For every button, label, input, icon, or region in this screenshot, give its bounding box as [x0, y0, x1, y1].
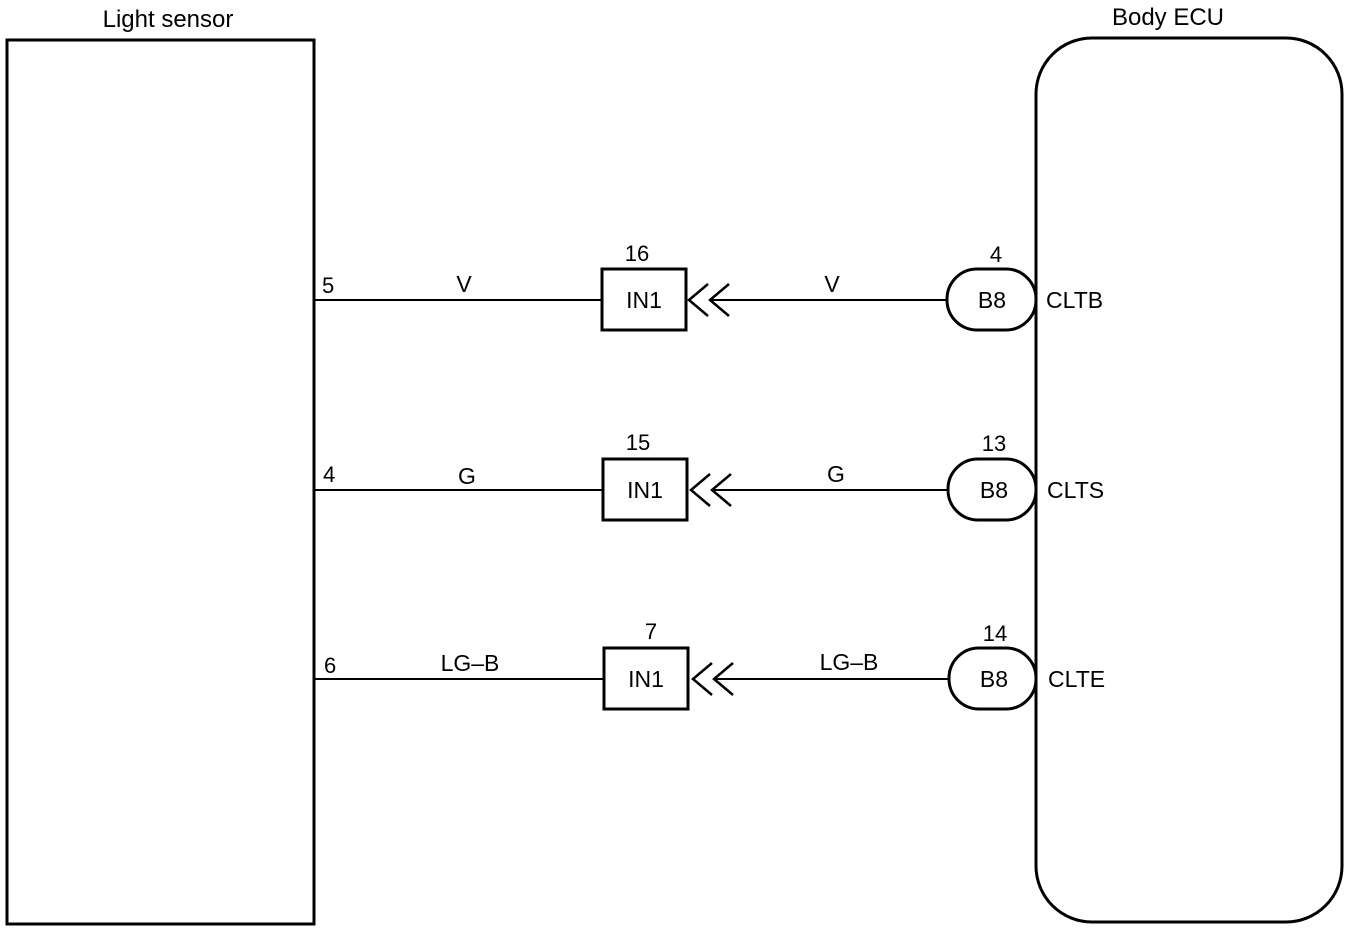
sensor-pin-number: 4 — [323, 462, 335, 487]
wire-color-label: LG–B — [441, 650, 500, 676]
sensor-pin-number: 5 — [322, 273, 334, 298]
junction-pin-number: 16 — [625, 241, 649, 266]
wire-color-label: V — [456, 271, 472, 297]
wire-color-label: LG–B — [820, 649, 879, 675]
wire-color-label: G — [458, 463, 476, 489]
circuit-row: 5 V IN1 16 V B8 4 CLTB — [314, 241, 1103, 332]
ecu-terminal-name: CLTE — [1048, 666, 1105, 692]
junction-pin-number: 7 — [645, 619, 657, 644]
ecu-connector-label: B8 — [978, 287, 1006, 313]
ecu-terminal-name: CLTS — [1047, 477, 1104, 503]
junction-connector — [602, 646, 690, 711]
ecu-terminal-name: CLTB — [1046, 287, 1103, 313]
light-sensor-box — [5, 38, 316, 926]
light-sensor-title: Light sensor — [103, 6, 234, 33]
circuit-row: 4 G IN1 15 G B8 13 CLTS — [314, 430, 1104, 522]
junction-connector-label: IN1 — [628, 666, 664, 692]
ecu-connector-label: B8 — [980, 477, 1008, 503]
junction-connector-label: IN1 — [626, 287, 662, 313]
ecu-connector — [946, 457, 1038, 522]
sensor-pin-number: 6 — [324, 653, 336, 678]
ecu-pin-number: 13 — [982, 431, 1006, 456]
wire-color-label: V — [824, 271, 840, 297]
ecu-connector-label: B8 — [980, 666, 1008, 692]
ecu-pin-number: 4 — [990, 242, 1002, 267]
circuit-row: 6 LG–B IN1 7 LG–B B8 14 CLTE — [314, 619, 1105, 711]
ecu-connector — [945, 267, 1038, 332]
junction-connector — [601, 457, 689, 522]
ecu-pin-number: 14 — [983, 621, 1007, 646]
junction-connector — [600, 267, 688, 332]
junction-connector-label: IN1 — [627, 477, 663, 503]
body-ecu: Body ECU — [1034, 4, 1344, 924]
wire-color-label: G — [827, 461, 845, 487]
body-ecu-title: Body ECU — [1112, 4, 1224, 31]
ecu-connector — [947, 646, 1038, 711]
connector-chevron-icon — [691, 662, 734, 696]
connector-chevron-icon — [687, 283, 730, 317]
junction-pin-number: 15 — [626, 430, 650, 455]
connector-chevron-icon — [689, 473, 732, 507]
light-sensor: Light sensor — [5, 6, 316, 926]
